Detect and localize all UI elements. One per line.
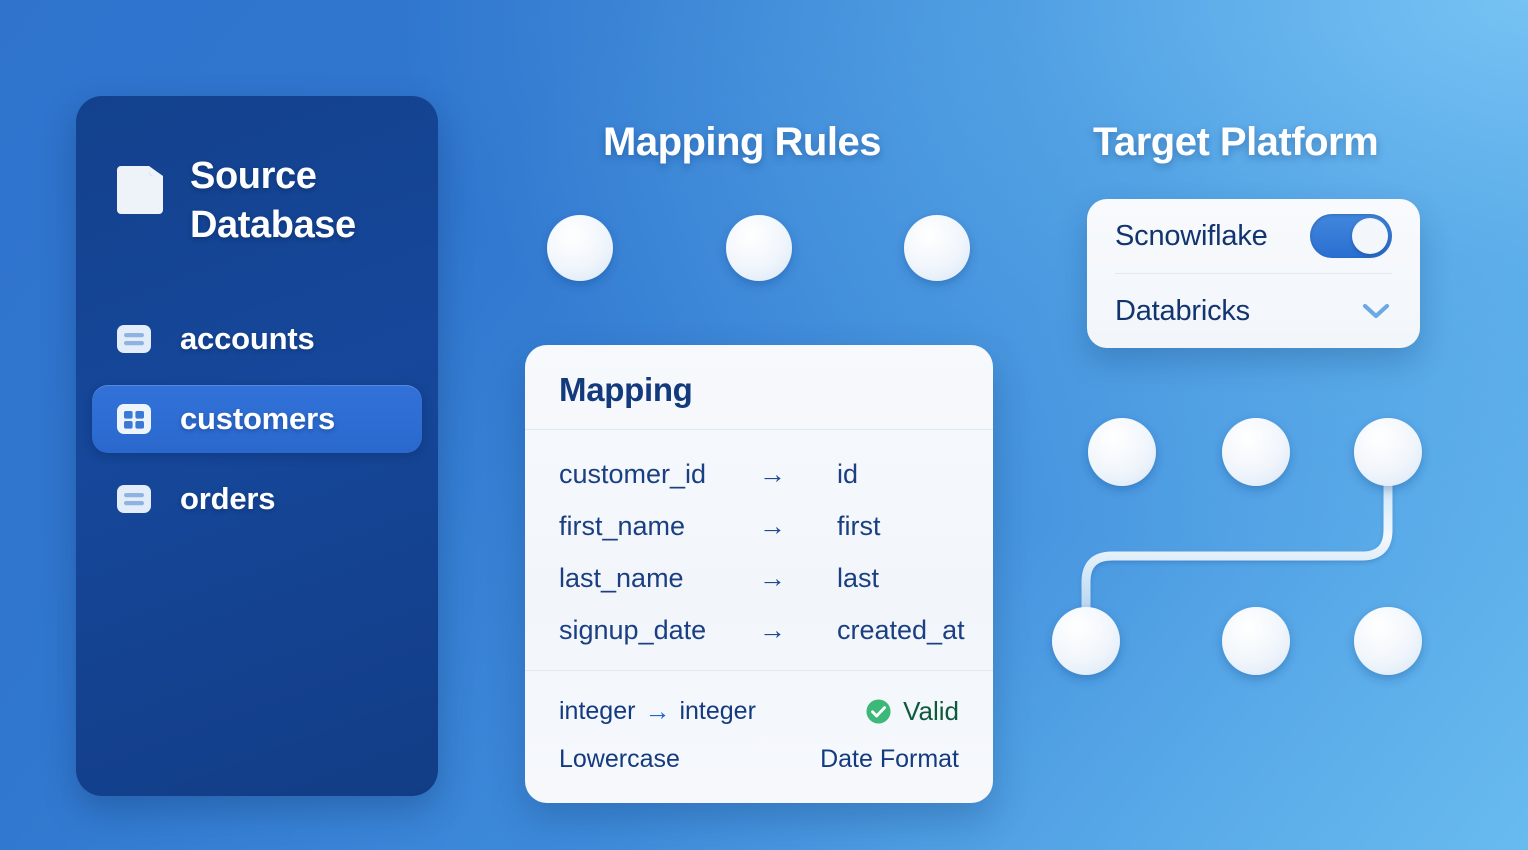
graph-node-r6[interactable] <box>1354 607 1422 675</box>
target-platform-label: Databricks <box>1115 294 1250 327</box>
mapping-target-field: first <box>837 510 881 541</box>
type-from-label: integer <box>559 696 636 725</box>
status-label: Valid <box>903 695 959 726</box>
source-database-title: Source Database <box>190 155 356 246</box>
transform-right-label: Date Format <box>820 744 959 773</box>
graph-node-r2[interactable] <box>1222 418 1290 486</box>
snowflake-toggle[interactable] <box>1310 214 1392 258</box>
mapping-source-field: first_name <box>559 510 686 541</box>
arrow-right-icon: → <box>759 562 786 593</box>
mapping-card-header: Mapping <box>525 345 993 430</box>
transform-left-label: Lowercase <box>559 744 680 773</box>
mapping-source-field: last_name <box>559 562 684 593</box>
mapping-row[interactable]: last_name → last <box>559 552 959 604</box>
graph-node-r1[interactable] <box>1088 418 1156 486</box>
type-conversion: integer → integer <box>559 696 865 727</box>
mapping-source-field: signup_date <box>559 614 707 645</box>
arrow-right-icon: → <box>759 458 786 489</box>
sidebar-item-label: customers <box>180 401 335 437</box>
sidebar-item-accounts[interactable]: accounts <box>92 305 422 373</box>
chevron-down-icon[interactable] <box>1360 301 1392 321</box>
mapping-source-field: customer_id <box>559 458 707 489</box>
mapping-row[interactable]: first_name → first <box>559 500 959 552</box>
arrow-right-icon: → <box>644 695 671 726</box>
graph-node-r5[interactable] <box>1222 607 1290 675</box>
sidebar-item-orders[interactable]: orders <box>92 465 422 533</box>
graph-node-n3[interactable] <box>904 215 970 281</box>
arrow-right-icon: → <box>759 510 786 541</box>
table-list: accounts customers orders <box>76 305 438 533</box>
table-rows-icon <box>117 325 151 354</box>
table-rows-icon <box>117 485 151 514</box>
source-database-panel: Source Database accounts c <box>76 96 438 796</box>
target-row-databricks[interactable]: Databricks <box>1115 274 1392 348</box>
mapping-card: Mapping customer_id → id first_name → fi… <box>525 345 993 803</box>
status-badge: Valid <box>865 696 959 727</box>
target-platform-card: Scnowiflake Databricks <box>1087 199 1420 348</box>
graph-node-n2[interactable] <box>726 215 792 281</box>
type-to-label: integer <box>679 696 756 725</box>
mapping-rules-heading: Mapping Rules <box>603 120 881 164</box>
mapping-row[interactable]: customer_id → id <box>559 448 959 500</box>
sidebar-item-label: accounts <box>180 321 315 357</box>
mapping-rows: customer_id → id first_name → first last… <box>525 430 993 671</box>
target-platform-label: Scnowiflake <box>1115 219 1268 252</box>
mapping-target-field: created_at <box>837 614 965 645</box>
graph-node-n1[interactable] <box>547 215 613 281</box>
target-row-snowflake[interactable]: Scnowiflake <box>1115 199 1392 274</box>
mapping-target-field: id <box>837 458 859 489</box>
graph-node-r4[interactable] <box>1052 607 1120 675</box>
table-grid-icon <box>117 404 151 435</box>
toggle-knob <box>1352 218 1388 254</box>
mapping-row[interactable]: signup_date → created_at <box>559 604 965 656</box>
type-and-status-row: integer → integer Valid <box>559 687 959 735</box>
folder-icon <box>117 166 163 214</box>
edge-r3-r4-elbow <box>1081 447 1393 646</box>
mapping-card-title: Mapping <box>559 371 693 408</box>
mapping-target-field: last <box>837 562 880 593</box>
mapping-card-footer: integer → integer Valid Lowercase Date F… <box>525 671 993 783</box>
transform-row: Lowercase Date Format <box>559 735 959 783</box>
graph-node-r3[interactable] <box>1354 418 1422 486</box>
sidebar-item-label: orders <box>180 481 276 517</box>
arrow-right-icon: → <box>759 614 786 645</box>
target-platform-heading: Target Platform <box>1093 120 1379 164</box>
sidebar-item-customers[interactable]: customers <box>92 385 422 454</box>
source-database-header: Source Database <box>76 152 438 249</box>
check-circle-icon <box>866 698 891 724</box>
